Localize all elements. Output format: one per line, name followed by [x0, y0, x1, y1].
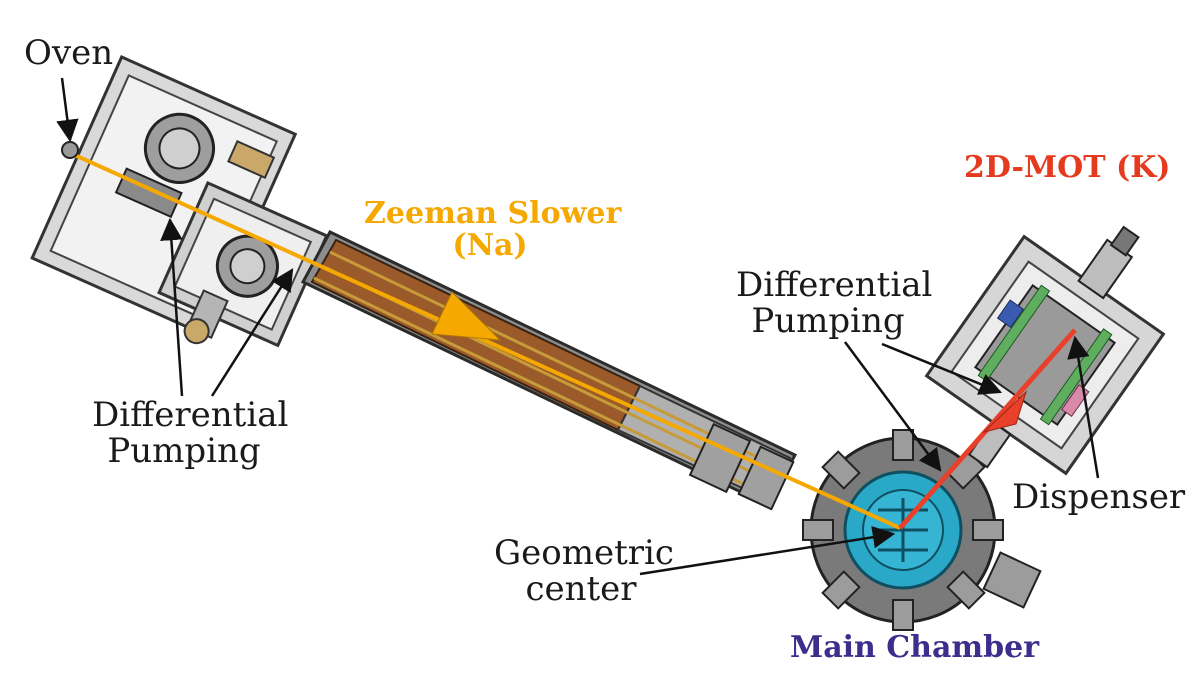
diff-right-leader-a [843, 341, 942, 472]
leader-lines [56, 77, 1100, 576]
mot-assembly [924, 225, 1166, 476]
geo-line1: Geometric [494, 533, 674, 573]
zeeman-label-line1: Zeeman Slower [364, 196, 622, 231]
main-chamber-drawing [802, 429, 1042, 631]
geometric-center-label: Geometric center [494, 533, 674, 609]
diff-pumping-right-label: Differential Pumping [736, 265, 933, 341]
na-beam [67, 150, 901, 530]
diff-right-line2: Pumping [751, 300, 905, 341]
mot-label: 2D-MOT (K) [964, 150, 1171, 185]
oven-leader [56, 77, 79, 143]
oven-label: Oven [24, 33, 114, 73]
zeeman-label-line2: (Na) [452, 227, 528, 263]
dispenser-leader [1067, 335, 1100, 479]
na-beam-arrowhead [431, 291, 502, 341]
dispenser-label: Dispenser [1012, 477, 1186, 517]
oven-aperture [61, 141, 79, 159]
diff-pumping-left-label: Differential Pumping [92, 395, 289, 471]
main-chamber-label: Main Chamber [790, 630, 1040, 665]
diff-left-line1: Differential [92, 395, 289, 435]
k-beam-arrowhead [982, 390, 1028, 433]
oven-assembly [30, 54, 329, 348]
diff-left-leader-a [160, 217, 184, 397]
diff-right-leader-b [881, 342, 1003, 395]
diff-right-line1: Differential [736, 265, 933, 305]
diff-left-line2: Pumping [107, 430, 261, 471]
zeeman-slower-label: Zeeman Slower (Na) [364, 196, 622, 263]
diff-left-leader-b [210, 268, 294, 397]
geo-line2: center [525, 568, 637, 609]
geometric-center-leader [639, 526, 896, 576]
